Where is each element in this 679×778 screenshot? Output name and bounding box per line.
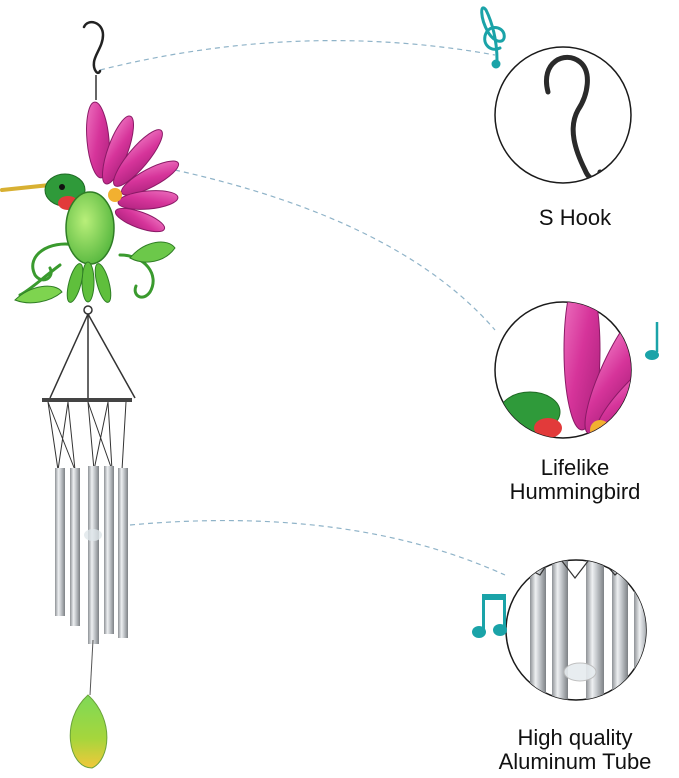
s-hook-small: [82, 20, 105, 75]
treble-clef-icon: [480, 6, 506, 69]
label-aluminum-tube: High quality Aluminum Tube: [498, 725, 652, 774]
label-hummingbird: Lifelike Hummingbird: [509, 455, 641, 504]
detail-circle-hook: [494, 46, 632, 184]
chains: [49, 313, 136, 399]
beamed-notes-icon: [472, 594, 507, 638]
hummingbird-ornament: [0, 101, 180, 304]
label-s-hook: S Hook: [538, 205, 612, 230]
flower-petals: [86, 101, 180, 233]
chime-crossbar: [42, 398, 132, 402]
aluminum-tubes: [55, 466, 128, 644]
connector-tube: [129, 520, 506, 576]
connector-lines: [99, 40, 506, 576]
connector-hook: [99, 40, 496, 71]
detail-circle-tube: [505, 559, 647, 701]
leaves: [14, 241, 176, 304]
leaf-sail: [69, 694, 108, 769]
music-note-icon: [645, 322, 659, 360]
connector-bird: [174, 169, 496, 331]
